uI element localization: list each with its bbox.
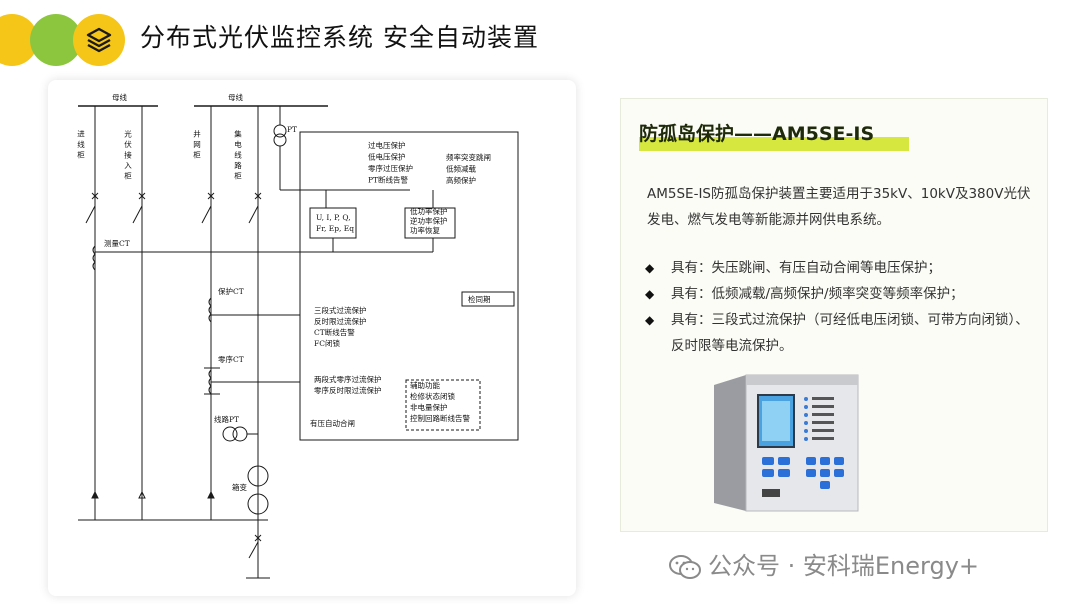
- feeder-label: 集电线路柜: [233, 129, 242, 183]
- protection-item: 三段式过流保护: [314, 305, 367, 315]
- protection-item: 低电压保护: [368, 152, 406, 162]
- list-item: ◆具有：失压跳闸、有压自动合闸等电压保护；: [643, 255, 1039, 281]
- protection-item: FC闭锁: [314, 338, 340, 348]
- product-heading-text: 防孤岛保护——AM5SE-IS: [639, 123, 875, 145]
- stack-layers-icon: [86, 27, 112, 53]
- diamond-bullet-icon: ◆: [645, 261, 655, 275]
- product-info-panel: 防孤岛保护——AM5SE-IS AM5SE-IS防孤岛保护装置主要适用于35kV…: [620, 98, 1048, 532]
- protection-item: 功率恢复: [410, 225, 440, 235]
- diamond-bullet-icon: ◆: [645, 287, 655, 301]
- protection-item: 过电压保护: [368, 140, 406, 150]
- protect-ct-label: 保护CT: [218, 286, 244, 296]
- protection-item: PT断线告警: [368, 175, 409, 185]
- watermark: 公众号 · 安科瑞Energy+: [668, 546, 979, 581]
- protection-item: 非电量保护: [410, 402, 448, 412]
- protection-item: 两段式零序过流保护: [314, 374, 382, 384]
- protection-item: 低功率保护: [410, 206, 448, 216]
- reclose-label: 有压自动合闸: [310, 418, 355, 428]
- feeder-label: 并网柜: [192, 129, 201, 162]
- protection-item: 逆功率保护: [410, 216, 448, 226]
- heading-highlight: [639, 137, 909, 151]
- protection-item: 辅助功能: [410, 380, 440, 390]
- list-item: ◆具有：三段式过流保护（可经低电压闭锁、可带方向闭锁）、反时限等电流保护。: [643, 307, 1039, 359]
- single-line-diagram: 母线 母线 PT 测量CT 保护CT 零序CT 线路PT 箱变 U, I, P,…: [48, 80, 576, 596]
- diamond-bullet-icon: ◆: [645, 313, 655, 327]
- protection-item: 高频保护: [446, 175, 476, 185]
- transformer-label: 箱变: [232, 482, 247, 492]
- protection-item: 零序反时限过流保护: [314, 385, 382, 395]
- pt-label: PT: [287, 125, 297, 134]
- protection-item: 频率突变跳闸: [446, 152, 491, 162]
- measure-box-line2: Fr, Ep, Eq: [316, 224, 354, 233]
- feeder-label: 进线柜: [76, 130, 85, 162]
- page-title: 分布式光伏监控系统 安全自动装置: [140, 23, 539, 52]
- check-sync-label: 检同期: [468, 294, 491, 304]
- bus-label-right: 母线: [228, 92, 243, 102]
- protection-item: 反时限过流保护: [314, 316, 367, 326]
- watermark-text: 公众号 · 安科瑞Energy+: [708, 552, 980, 580]
- header-decoration: [0, 14, 125, 66]
- line-pt-label: 线路PT: [214, 414, 239, 424]
- product-heading: 防孤岛保护——AM5SE-IS: [639, 119, 909, 155]
- protection-device-image: [714, 374, 859, 512]
- feeder-label: 光伏接入柜: [123, 129, 132, 183]
- protection-item: 控制回路断线告警: [410, 413, 470, 423]
- protection-item: CT断线告警: [314, 327, 355, 337]
- measure-ct-label: 测量CT: [104, 239, 130, 248]
- measure-box-line1: U, I, P, Q,: [316, 213, 351, 222]
- product-description: AM5SE-IS防孤岛保护装置主要适用于35kV、10kV及380V光伏发电、燃…: [647, 186, 1031, 228]
- zero-ct-label: 零序CT: [218, 354, 244, 364]
- wechat-icon: [669, 555, 701, 579]
- list-item: ◆具有：低频减载/高频保护/频率突变等频率保护；: [643, 281, 1039, 307]
- feature-list: ◆具有：失压跳闸、有压自动合闸等电压保护； ◆具有：低频减载/高频保护/频率突变…: [643, 255, 1039, 359]
- protection-item: 低频减载: [446, 164, 476, 174]
- bus-label-left: 母线: [112, 92, 127, 102]
- protection-item: 零序过压保护: [368, 163, 413, 173]
- protection-item: 检修状态闭锁: [410, 391, 455, 401]
